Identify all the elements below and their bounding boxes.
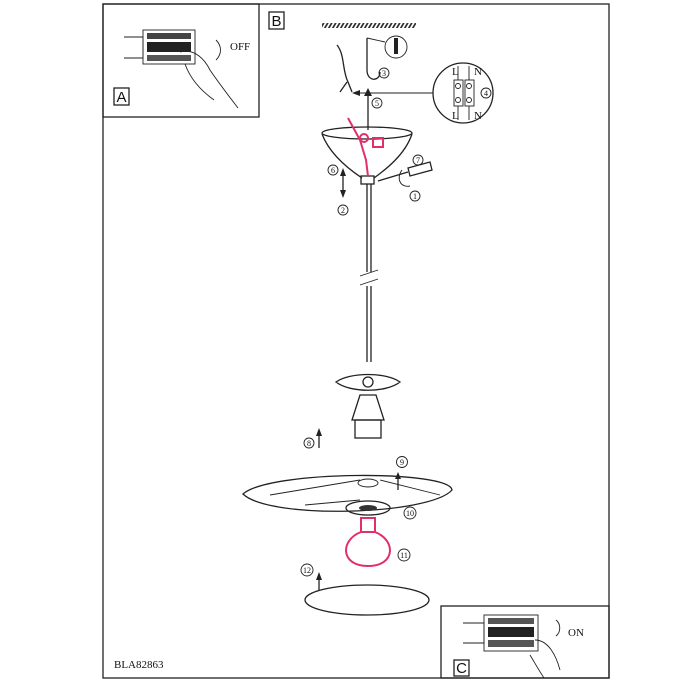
step-8-label: 8 [307,439,311,448]
step-marker-9 [396,456,408,468]
panel-c-switch-on [440,605,610,679]
ceiling-hatch [322,23,416,28]
terminal-top-n: N [474,66,482,78]
lamp-holder [334,373,402,439]
step-7-label: 7 [416,156,420,165]
step-marker-11 [397,548,411,562]
panel-a-label: A [116,89,126,106]
panel-c-label: C [456,660,467,677]
step-4-label: 4 [484,89,488,98]
terminal-block-callout [432,62,494,124]
cord-break-mark [359,269,379,286]
glass-diffuser [304,584,430,616]
breaker-icon [488,618,534,647]
panel-b-label: B [271,13,281,30]
step-10-label: 10 [406,509,414,518]
step-marker-6 [327,164,339,176]
product-code: BLA82863 [114,659,164,671]
terminal-top-l: L [452,66,459,78]
panel-a-switch-off [102,3,260,118]
hand-icon [179,50,239,109]
screwdriver-icon [377,161,433,182]
terminal-bottom-l: L [452,110,459,122]
step-marker-3 [378,67,390,79]
off-label: OFF [230,41,250,53]
lamp-shade [242,474,453,516]
step-marker-1 [409,190,421,202]
step-6-label: 6 [331,166,335,175]
ceiling-hook-icon [366,35,408,80]
step-9-label: 9 [400,458,404,467]
light-bulb-icon [345,517,391,568]
step-marker-5 [371,97,383,109]
step-marker-7 [412,154,424,166]
step-5-label: 5 [375,99,379,108]
suspension-cord [366,184,372,362]
switch-arrow-icon [555,619,561,637]
step-markers: 1 2 3 4 5 6 7 8 9 10 11 12 [300,67,492,577]
step-marker-4 [480,87,492,99]
step-2-label: 2 [341,206,345,215]
step-marker-2 [337,204,349,216]
step-12-label: 12 [303,566,311,575]
on-label: ON [568,627,584,639]
step-marker-8 [303,437,315,449]
hand-icon [529,639,561,679]
panel-b-box [268,11,285,30]
step-3-label: 3 [382,69,386,78]
step-1-label: 1 [413,192,417,201]
switch-arrow-icon [215,39,221,61]
step-marker-10 [403,506,417,520]
step-marker-12 [300,563,314,577]
diagram-frame [102,3,610,679]
breaker-icon [147,33,191,61]
supply-cable [336,44,353,93]
step-11-label: 11 [400,551,408,560]
terminal-bottom-n: N [474,110,482,122]
